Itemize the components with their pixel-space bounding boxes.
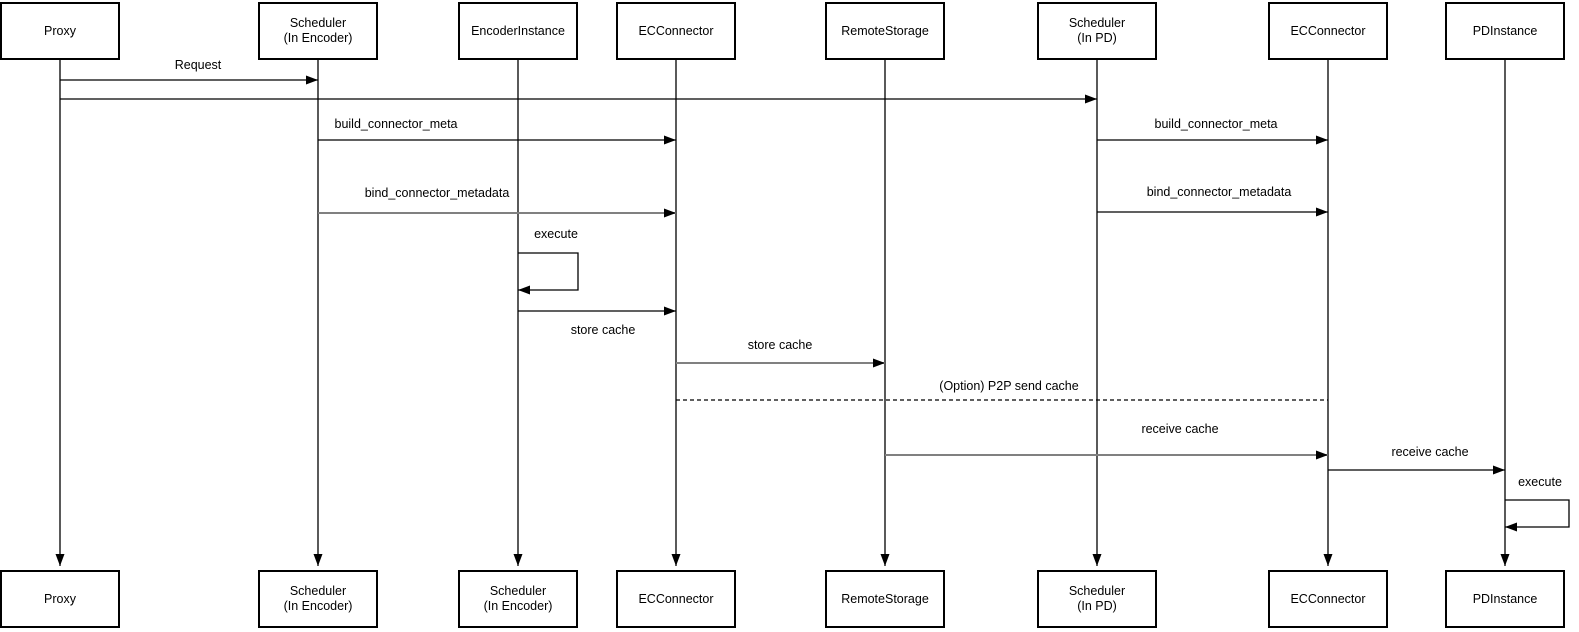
actor-label-line: Scheduler	[289, 16, 347, 30]
actor-bottom-box-encoder-instance: Scheduler(In Encoder)	[458, 570, 578, 628]
message-self-loop-execute-encoder	[518, 252, 579, 295]
message-label-receive-cache-to-pd: receive cache	[1391, 445, 1469, 459]
actor-bottom-box-pd-instance: PDInstance	[1445, 570, 1565, 628]
message-label-bind-connector-metadata-encoder: bind_connector_metadata	[364, 186, 510, 200]
actor-top-box-remote-storage: RemoteStorage	[825, 2, 945, 60]
actor-label-line: Scheduler	[289, 584, 347, 598]
actor-top-box-scheduler-in-encoder: Scheduler(In Encoder)	[258, 2, 378, 60]
actor-top-box-scheduler-in-pd: Scheduler(In PD)	[1037, 2, 1157, 60]
actor-label-line: (In Encoder)	[483, 599, 553, 613]
actor-label-line: (In Encoder)	[283, 599, 353, 613]
actor-label-line: ECConnector	[1290, 23, 1366, 38]
actor-bottom-box-ec-connector-pd: ECConnector	[1268, 570, 1388, 628]
actor-label-line: Scheduler	[489, 584, 547, 598]
message-label-execute-encoder: execute	[534, 227, 578, 241]
actor-label-line: ECConnector	[1290, 591, 1366, 606]
message-label-store-cache-to-connector: store cache	[570, 323, 636, 337]
actor-top-box-pd-instance: PDInstance	[1445, 2, 1565, 60]
actor-bottom-box-proxy: Proxy	[0, 570, 120, 628]
actor-top-box-ec-connector-encoder: ECConnector	[616, 2, 736, 60]
message-label-build-connector-meta-pd: build_connector_meta	[1154, 117, 1278, 131]
actor-label-line: RemoteStorage	[841, 591, 929, 606]
actor-bottom-box-remote-storage: RemoteStorage	[825, 570, 945, 628]
actor-top-box-ec-connector-pd: ECConnector	[1268, 2, 1388, 60]
actor-label-line: ECConnector	[638, 591, 714, 606]
actor-label-line: RemoteStorage	[841, 23, 929, 38]
actor-bottom-box-ec-connector-encoder: ECConnector	[616, 570, 736, 628]
message-label-store-cache-to-storage: store cache	[747, 338, 813, 352]
actor-label-line: Scheduler	[1068, 16, 1126, 30]
message-label-request: Request	[174, 58, 222, 72]
actor-bottom-box-scheduler-in-pd: Scheduler(In PD)	[1037, 570, 1157, 628]
actor-label-line: PDInstance	[1472, 23, 1538, 38]
actor-label-line: ECConnector	[638, 23, 714, 38]
actor-top-box-proxy: Proxy	[0, 2, 120, 60]
actor-label-line: (In Encoder)	[283, 31, 353, 45]
actor-label-line: Scheduler	[1068, 584, 1126, 598]
actor-label-line: Proxy	[44, 23, 76, 38]
actor-label-line: (In PD)	[1077, 599, 1117, 613]
actor-label-line: EncoderInstance	[471, 23, 565, 38]
actor-label-line: Proxy	[44, 591, 76, 606]
actor-label-line: (In PD)	[1077, 31, 1117, 45]
actor-top-box-encoder-instance: EncoderInstance	[458, 2, 578, 60]
message-self-loop-execute-pd	[1505, 499, 1570, 532]
message-label-bind-connector-metadata-pd: bind_connector_metadata	[1146, 185, 1292, 199]
actor-label-line: PDInstance	[1472, 591, 1538, 606]
message-label-p2p-send-cache: (Option) P2P send cache	[939, 379, 1079, 393]
message-label-execute-pd: execute	[1518, 475, 1562, 489]
message-label-build-connector-meta-encoder: build_connector_meta	[334, 117, 458, 131]
message-label-receive-cache-from-storage: receive cache	[1141, 422, 1219, 436]
actor-bottom-box-scheduler-in-encoder: Scheduler(In Encoder)	[258, 570, 378, 628]
